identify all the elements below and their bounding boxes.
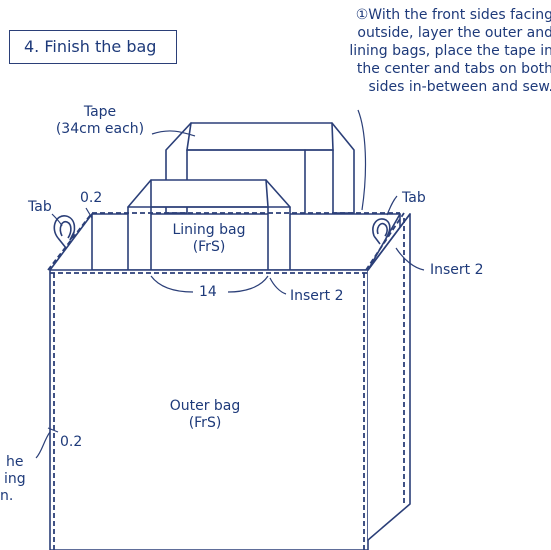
lining-bag-text: Lining bag (172, 222, 246, 238)
margin-side-tick (47, 427, 59, 433)
cut-note: he ing n. (0, 454, 26, 505)
leader-insert-right (395, 247, 425, 271)
leader-width-left (150, 275, 194, 293)
instruction-line: outside, layer the outer and (357, 25, 551, 41)
stitch-left-diag (47, 212, 93, 271)
tape-label: Tape (34cm each) (40, 104, 160, 138)
lining-bag-side-text: (FrS) (192, 239, 226, 255)
leader-tab-left (51, 213, 63, 227)
stitch-right-diag (365, 212, 405, 271)
outer-bag-side-text: (FrS) (188, 415, 222, 431)
tab-left-label: Tab (28, 199, 52, 215)
leader-cut-note (35, 431, 51, 459)
margin-side-label: 0.2 (60, 434, 83, 450)
margin-top-label: 0.2 (80, 190, 103, 206)
margin-top-tick (85, 207, 93, 219)
instruction-line: lining bags, place the tape in (349, 43, 551, 59)
width-label: 14 (199, 284, 217, 300)
cut-note-line: he (6, 454, 24, 470)
outer-bag-text: Outer bag (169, 398, 241, 414)
instruction-line: sides in-between and sew. (368, 79, 551, 95)
tape-sublabel-text: (34cm each) (55, 121, 145, 137)
step-title: 4. Finish the bag (9, 30, 177, 64)
outer-bag-label: Outer bag (FrS) (146, 398, 264, 432)
leader-insert-bottom (269, 277, 287, 295)
tab-right-label: Tab (402, 190, 426, 206)
insert-bottom-label: Insert 2 (290, 288, 344, 304)
leader-width-right (227, 275, 269, 293)
outer-bag-front (49, 269, 369, 550)
leader-instruction (357, 109, 367, 211)
cut-note-line: n. (0, 488, 14, 504)
instruction-note: ①With the front sides facing outside, la… (308, 6, 551, 96)
leader-tab-right (386, 195, 398, 216)
insert-right-label: Insert 2 (430, 262, 484, 278)
instruction-line: ①With the front sides facing (355, 7, 551, 23)
instruction-line: the center and tabs on both (356, 61, 551, 77)
leader-tape (151, 130, 196, 137)
cut-note-line: ing (4, 471, 26, 487)
lining-bag-label: Lining bag (FrS) (150, 222, 268, 256)
tape-label-text: Tape (83, 104, 117, 120)
